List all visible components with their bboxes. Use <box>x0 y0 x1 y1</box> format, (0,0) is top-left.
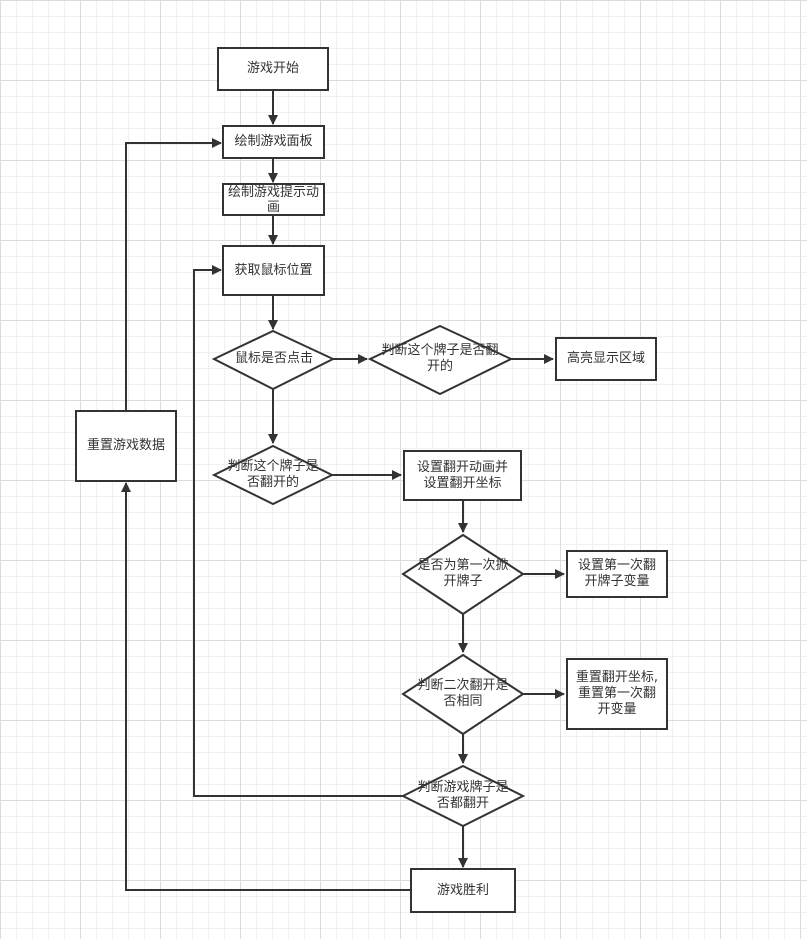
first-flip-label: 是否为第一次掀开牌子 <box>417 558 509 589</box>
second-same-label: 判断二次翻开是否相同 <box>417 678 509 709</box>
node-draw-board-box <box>222 125 325 159</box>
reset-data-label: 重置游戏数据 <box>86 438 165 453</box>
reset-flip-label: 重置翻开坐标,重置第一次翻开变量 <box>575 670 659 717</box>
edge-reset-data-to-draw-board <box>125 138 222 411</box>
draw-hint-label: 绘制游戏提示动画 <box>227 184 319 215</box>
start-label: 游戏开始 <box>246 61 299 76</box>
node-reset-data-box <box>75 410 177 482</box>
mouse-clicked-label: 鼠标是否点击 <box>234 351 313 366</box>
node-highlight-box <box>555 337 657 381</box>
set-first-var-label: 设置第一次翻开牌子变量 <box>577 558 656 589</box>
card-flipped-top-label: 判断这个牌子是否翻开的 <box>381 343 499 374</box>
node-reset-flip-box <box>566 658 668 730</box>
node-get-mouse-box <box>222 245 325 296</box>
node-card-flipped-left-diamond <box>211 444 335 506</box>
highlight-label: 高亮显示区域 <box>566 351 645 366</box>
node-mouse-clicked-diamond <box>211 329 336 391</box>
draw-board-label: 绘制游戏面板 <box>234 134 313 149</box>
get-mouse-label: 获取鼠标位置 <box>234 262 313 278</box>
edge-win-to-reset-data <box>121 482 411 891</box>
set-flip-anim-label: 设置翻开动画并设置翻开坐标 <box>416 459 508 491</box>
node-second-same-diamond <box>401 653 525 736</box>
node-start-box <box>217 47 329 91</box>
node-all-flipped-diamond <box>400 764 526 828</box>
card-flipped-left-label: 判断这个牌子是否翻开的 <box>227 459 319 490</box>
win-label: 游戏胜利 <box>436 882 489 898</box>
node-first-flip-diamond <box>401 533 525 616</box>
node-set-flip-anim-box <box>403 450 522 501</box>
node-card-flipped-top-diamond <box>367 324 514 396</box>
edge-all-flipped-loop-to-mouse <box>193 265 403 797</box>
node-win-box <box>410 868 516 913</box>
node-set-first-var-box <box>566 550 668 598</box>
all-flipped-label: 判断游戏牌子是否都翻开 <box>417 780 509 811</box>
node-draw-hint-box <box>222 183 325 216</box>
